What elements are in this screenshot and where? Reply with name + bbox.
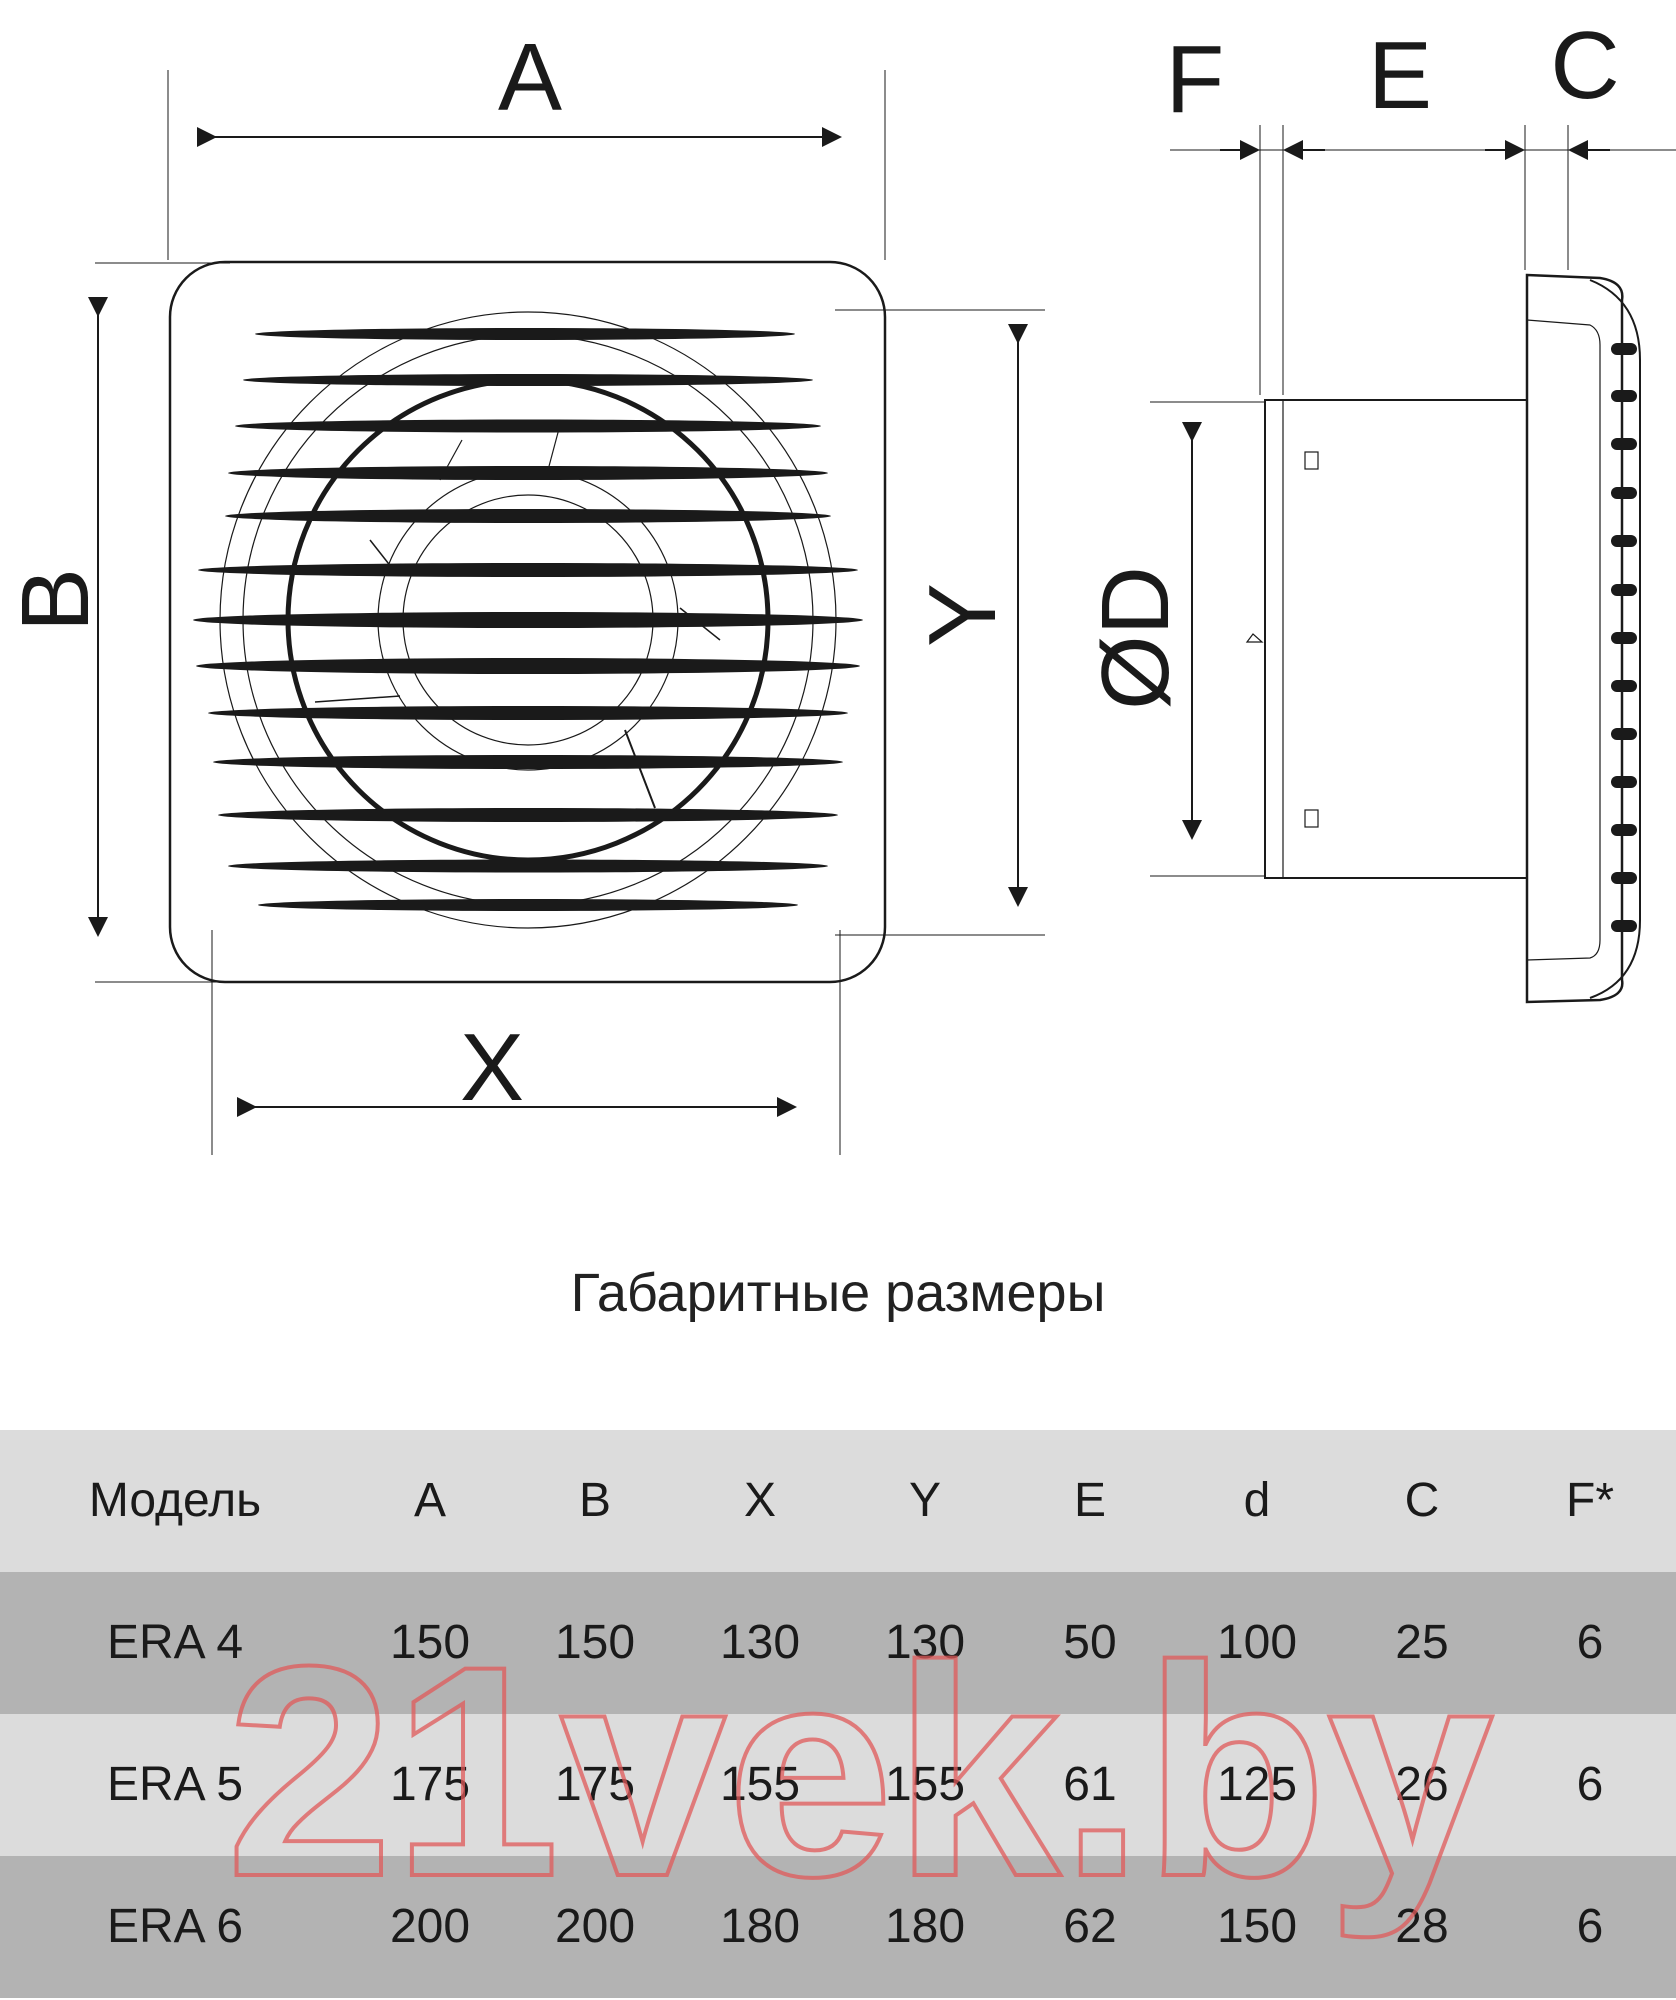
dim-label-f: F: [1166, 26, 1225, 133]
cell-d: 150: [1216, 1900, 1298, 1953]
cell-a: 175: [389, 1758, 471, 1811]
table-header-row: Модель A B X Y E d C F*: [0, 1430, 1676, 1572]
cell-model: ERA 5: [106, 1758, 244, 1811]
cell-f: 6: [1576, 1900, 1604, 1953]
dim-label-b: B: [2, 568, 109, 632]
grille-slats: [193, 328, 863, 911]
cell-b: 200: [554, 1900, 636, 1953]
side-view: [1150, 125, 1676, 1004]
cell-model: ERA 6: [106, 1900, 244, 1953]
header-b: B: [578, 1474, 611, 1527]
table-row: ERA 5 175 175 155 155 61 125 26 6: [0, 1714, 1676, 1856]
dim-label-a: A: [498, 24, 562, 131]
dimensions-table: Модель A B X Y E d C F* ERA 4 150 150 13…: [0, 1430, 1676, 2000]
header-d: d: [1243, 1474, 1271, 1527]
dim-label-x: X: [460, 1014, 524, 1121]
fan-frame: [168, 260, 887, 984]
cell-y: 180: [884, 1900, 966, 1953]
fan-duct: [1264, 399, 1528, 879]
cell-y: 130: [884, 1616, 966, 1669]
cell-x: 130: [719, 1616, 801, 1669]
cell-c: 28: [1395, 1900, 1449, 1953]
cell-e: 62: [1063, 1900, 1117, 1953]
fan-front-panel: [1525, 273, 1624, 1004]
table-row: ERA 4 150 150 130 130 50 100 25 6: [0, 1572, 1676, 1714]
cell-c: 25: [1395, 1616, 1449, 1669]
dim-label-y: Y: [909, 583, 1016, 647]
header-f: F*: [1566, 1474, 1614, 1527]
header-e: E: [1073, 1474, 1106, 1527]
table-row: ERA 6 200 200 180 180 62 150 28 6: [0, 1856, 1676, 1998]
cell-model: ERA 4: [106, 1616, 244, 1669]
grille-edge-knobs: [1611, 343, 1637, 932]
cell-d: 125: [1216, 1758, 1298, 1811]
dim-label-c: C: [1550, 12, 1619, 119]
fan-technical-drawing: A B X Y ØD F E C: [2, 12, 1676, 1155]
cell-e: 61: [1063, 1758, 1117, 1811]
cell-e: 50: [1063, 1616, 1117, 1669]
cell-x: 180: [719, 1900, 801, 1953]
cell-c: 26: [1395, 1758, 1449, 1811]
caption: Габаритные размеры: [570, 1263, 1106, 1323]
cell-a: 200: [389, 1900, 471, 1953]
header-c: C: [1404, 1474, 1440, 1527]
dim-label-e: E: [1368, 22, 1432, 129]
cell-d: 100: [1216, 1616, 1298, 1669]
cell-b: 175: [554, 1758, 636, 1811]
header-y: Y: [908, 1474, 941, 1527]
cell-x: 155: [719, 1758, 801, 1811]
dim-label-d: ØD: [1082, 566, 1189, 710]
header-a: A: [413, 1474, 446, 1527]
cell-y: 155: [884, 1758, 966, 1811]
cell-f: 6: [1576, 1616, 1604, 1669]
cell-b: 150: [554, 1616, 636, 1669]
cell-a: 150: [389, 1616, 471, 1669]
cell-f: 6: [1576, 1758, 1604, 1811]
header-x: X: [743, 1474, 776, 1527]
header-model: Модель: [88, 1474, 262, 1527]
